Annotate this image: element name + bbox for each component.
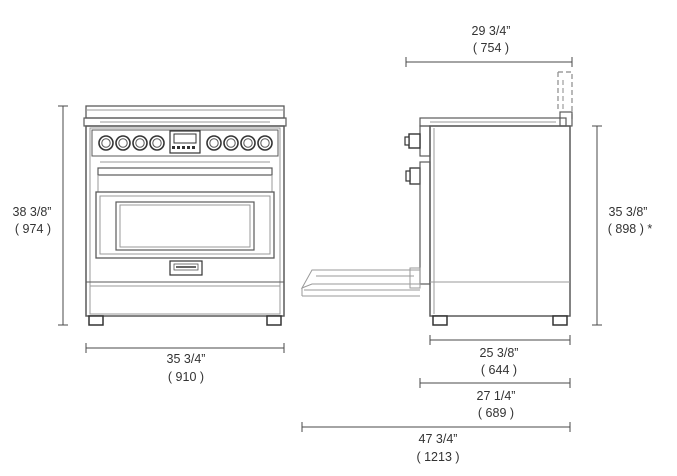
dim-width-front bbox=[85, 343, 285, 353]
open-door bbox=[300, 267, 421, 297]
knob-ring bbox=[101, 138, 111, 148]
front-foot-left bbox=[88, 315, 104, 326]
label-height-total-imperial: 38 3/8” bbox=[13, 205, 52, 219]
label-height-total-metric: ( 974 ) bbox=[15, 222, 51, 236]
knob-icon bbox=[206, 135, 222, 151]
knobs-left bbox=[98, 135, 165, 151]
label-depth-body-imperial: 25 3/8” bbox=[480, 346, 519, 360]
label-width-front-metric: ( 910 ) bbox=[168, 370, 204, 384]
knob-ring bbox=[243, 138, 253, 148]
label-depth-body-metric: ( 644 ) bbox=[481, 363, 517, 377]
side-view bbox=[300, 71, 573, 326]
control-panel bbox=[91, 129, 279, 157]
side-front-panel bbox=[419, 125, 431, 157]
knob-ring bbox=[209, 138, 219, 148]
knob-ring bbox=[135, 138, 145, 148]
knob-icon bbox=[115, 135, 131, 151]
label-depth-with-handle-imperial: 27 1/4” bbox=[477, 389, 516, 403]
label-depth-top-imperial: 29 3/4” bbox=[472, 24, 511, 38]
dim-depth-body bbox=[429, 335, 571, 345]
display-buttons bbox=[172, 146, 195, 149]
side-body bbox=[429, 125, 571, 317]
front-view bbox=[83, 105, 287, 326]
side-foot-rear bbox=[552, 315, 568, 326]
label-height-side-metric: ( 898 ) * bbox=[608, 222, 653, 236]
knob-ring bbox=[226, 138, 236, 148]
side-handle bbox=[409, 167, 421, 185]
label-depth-door-open-metric: ( 1213 ) bbox=[416, 450, 459, 464]
knob-ring bbox=[152, 138, 162, 148]
knob-ring bbox=[260, 138, 270, 148]
label-depth-door-open-imperial: 47 3/4” bbox=[419, 432, 458, 446]
oven-handle bbox=[97, 167, 273, 176]
label-height-side-imperial: 35 3/8” bbox=[609, 205, 648, 219]
label-depth-top-metric: ( 754 ) bbox=[473, 41, 509, 55]
knob-icon bbox=[257, 135, 273, 151]
side-knob bbox=[408, 133, 421, 149]
oven-door bbox=[95, 191, 275, 259]
front-body bbox=[85, 125, 285, 317]
knob-icon bbox=[223, 135, 239, 151]
dim-depth-top bbox=[405, 57, 573, 67]
label-depth-with-handle-metric: ( 689 ) bbox=[478, 406, 514, 420]
knob-icon bbox=[240, 135, 256, 151]
knob-icon bbox=[149, 135, 165, 151]
knobs-right bbox=[206, 135, 273, 151]
oven-window bbox=[115, 201, 255, 251]
front-foot-right bbox=[266, 315, 282, 326]
front-backguard bbox=[85, 105, 285, 119]
dim-depth-door-open bbox=[301, 422, 571, 432]
side-door bbox=[419, 161, 431, 285]
knob-icon bbox=[132, 135, 148, 151]
label-width-front-imperial: 35 3/4” bbox=[167, 352, 206, 366]
side-backguard-dashed bbox=[558, 71, 573, 120]
knob-icon bbox=[98, 135, 114, 151]
knob-ring bbox=[118, 138, 128, 148]
side-foot-front bbox=[432, 315, 448, 326]
dim-depth-with-handle bbox=[419, 378, 571, 388]
dim-height-total bbox=[58, 105, 68, 326]
dim-height-side bbox=[592, 125, 602, 326]
